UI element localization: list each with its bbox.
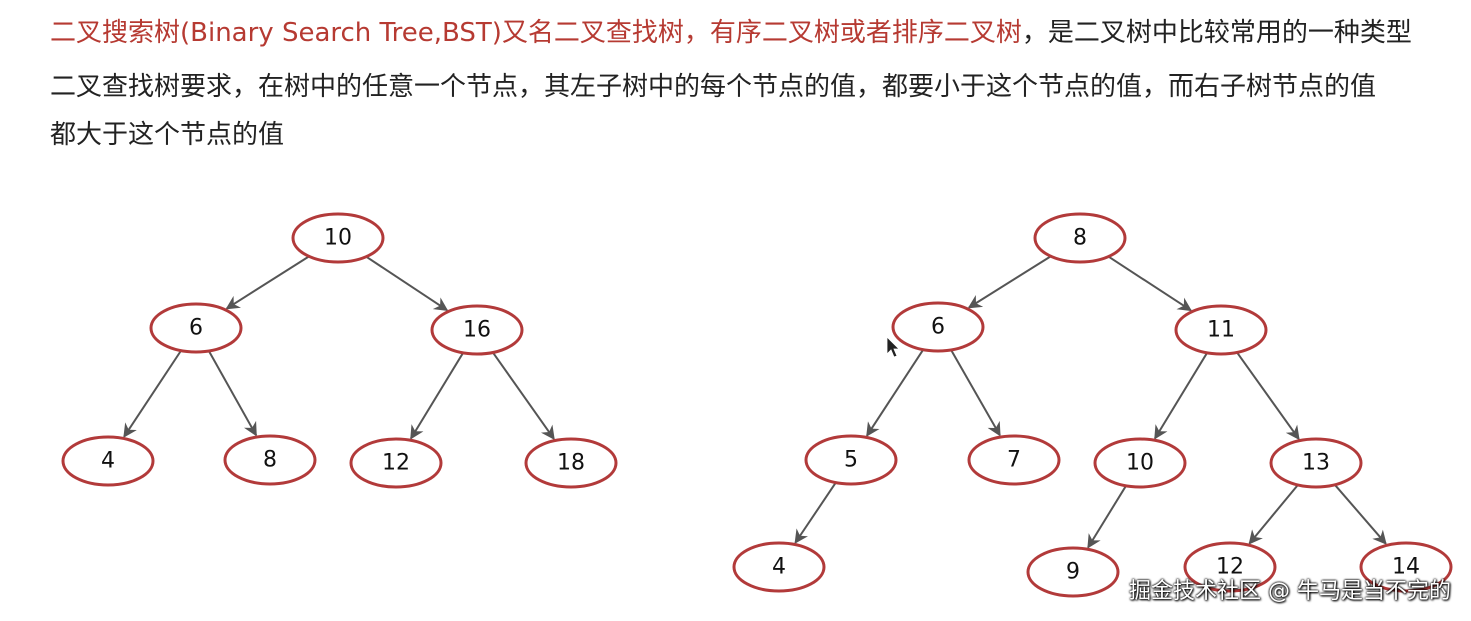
tree-node-value: 14 (1392, 555, 1420, 580)
tree-edge (1107, 255, 1193, 312)
tree-node: 14 (1359, 541, 1453, 593)
tree-node-ellipse (1183, 541, 1277, 593)
tree-node: 18 (524, 437, 618, 489)
tree-edge (492, 351, 555, 441)
tree-node-ellipse (1033, 212, 1127, 264)
tree-node-ellipse (61, 435, 155, 487)
tree-node: 6 (149, 302, 243, 354)
tree-node: 10 (1093, 437, 1187, 489)
tree-edge (1334, 484, 1387, 545)
tree-node-value: 11 (1207, 318, 1235, 343)
definition-line: 二叉查找树要求，在树中的任意一个节点，其左子树中的每个节点的值，都要小于这个节点… (50, 72, 1377, 102)
tree-node-value: 13 (1302, 451, 1330, 476)
tree-node: 6 (891, 301, 985, 353)
tree-node-ellipse (430, 304, 524, 356)
tree-node-ellipse (967, 434, 1061, 486)
tree-edge (1248, 484, 1299, 545)
tree-node-ellipse (1093, 437, 1187, 489)
watermark: 掘金技术社区 @ 牛马是当不完的 (1129, 579, 1451, 604)
tree-node: 16 (430, 304, 524, 356)
tree-node-ellipse (891, 301, 985, 353)
tree-edge (1087, 485, 1127, 549)
tree-node-value: 10 (1126, 451, 1154, 476)
bst-tree-left: 10 6 16 4 8 12 18 (61, 212, 618, 489)
tree-edge (967, 255, 1052, 309)
tree-edge (1236, 351, 1300, 441)
tree-node-value: 18 (557, 451, 585, 476)
tree-node-value: 4 (101, 449, 115, 474)
tree-node-ellipse (1359, 541, 1453, 593)
tree-node-value: 10 (324, 226, 352, 251)
tree-edge (410, 352, 464, 440)
tree-edge (950, 349, 1001, 437)
mouse-cursor-icon (886, 336, 900, 358)
tree-edge (1154, 352, 1208, 440)
tree-node-value: 12 (1216, 555, 1244, 580)
tree-node: 5 (804, 434, 898, 486)
tree-node-ellipse (291, 212, 385, 264)
tree-edge (225, 255, 310, 310)
tree-edge (794, 482, 837, 544)
tree-node: 4 (732, 541, 826, 593)
tree-node: 8 (1033, 212, 1127, 264)
tree-node: 11 (1174, 304, 1268, 356)
tree-node: 13 (1269, 437, 1363, 489)
tree-node-ellipse (732, 541, 826, 593)
tree-node-value: 12 (382, 451, 410, 476)
tree-node-ellipse (524, 437, 618, 489)
tree-node-value: 16 (463, 318, 491, 343)
tree-node-ellipse (349, 437, 443, 489)
tree-node-value: 5 (844, 448, 858, 473)
tree-edge (365, 255, 449, 312)
tree-edge (866, 349, 925, 437)
tree-node: 9 (1026, 546, 1120, 598)
tree-node-value: 8 (1073, 226, 1087, 251)
tree-node-value: 8 (263, 448, 277, 473)
definition-line-continued: 都大于这个节点的值 (50, 120, 285, 150)
tree-node-ellipse (149, 302, 243, 354)
tree-node: 10 (291, 212, 385, 264)
tree-node-ellipse (1174, 304, 1268, 356)
tree-edge (123, 350, 182, 438)
tree-node-ellipse (1026, 546, 1120, 598)
tree-node: 4 (61, 435, 155, 487)
title-line: 二叉搜索树(Binary Search Tree,BST)又名二叉查找树，有序二… (50, 16, 1412, 50)
bst-tree-right: 8 6 11 5 7 10 13 4 9 12 14 (732, 212, 1453, 598)
tree-node-value: 6 (189, 316, 203, 341)
tree-node-value: 7 (1007, 448, 1021, 473)
tree-node-value: 6 (931, 315, 945, 340)
tree-node-ellipse (1269, 437, 1363, 489)
tree-edge (208, 350, 258, 437)
tree-node-ellipse (804, 434, 898, 486)
tree-node: 8 (223, 434, 317, 486)
title-highlight: 二叉搜索树(Binary Search Tree,BST)又名二叉查找树，有序二… (50, 18, 1022, 48)
tree-node: 7 (967, 434, 1061, 486)
tree-node: 12 (1183, 541, 1277, 593)
tree-node-value: 9 (1066, 560, 1080, 585)
tree-node: 12 (349, 437, 443, 489)
title-rest: ，是二叉树中比较常用的一种类型 (1021, 18, 1412, 48)
tree-node-ellipse (223, 434, 317, 486)
tree-node-value: 4 (772, 555, 786, 580)
